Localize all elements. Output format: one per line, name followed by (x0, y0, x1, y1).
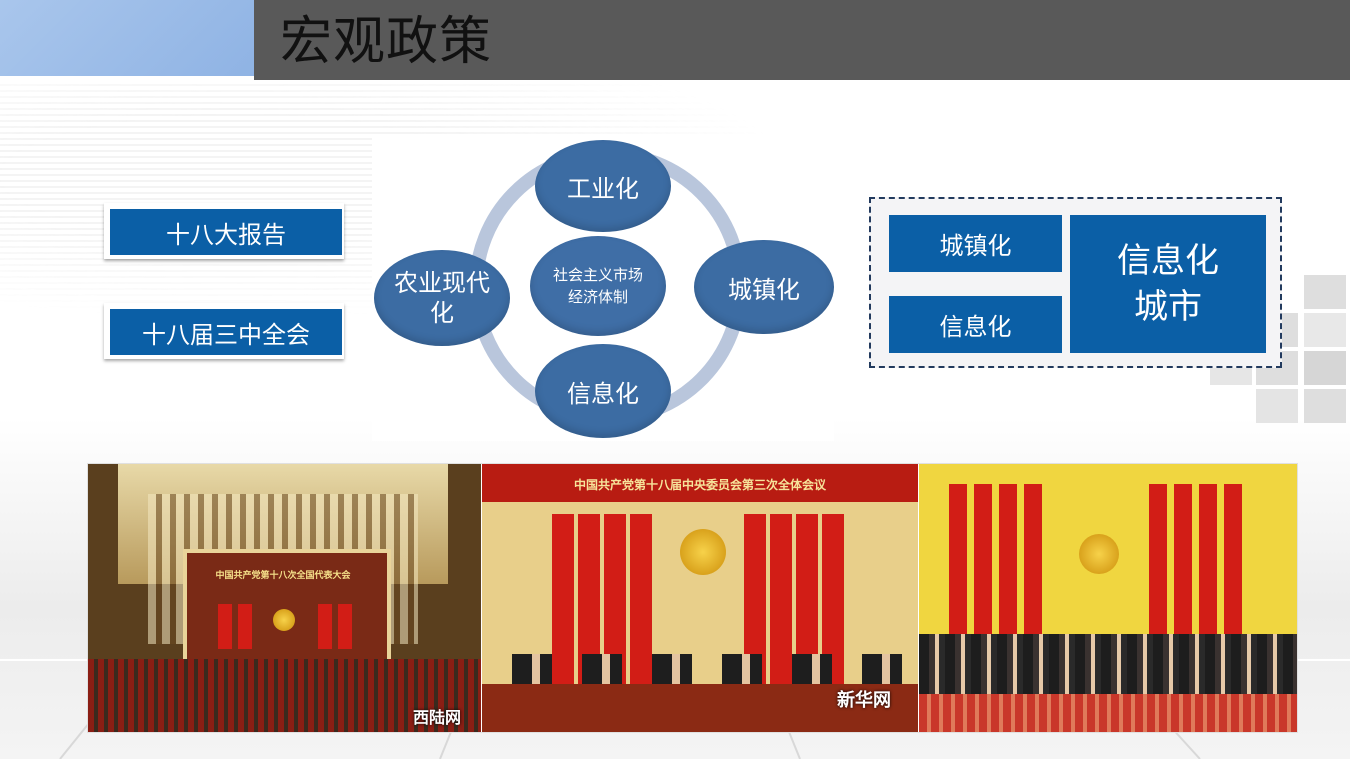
node-center-line2: 经济体制 (567, 288, 628, 306)
photo1-watermark: 西陆网 (413, 708, 462, 727)
report-18th-congress-button[interactable]: 十八大报告 (104, 203, 344, 259)
party-emblem-icon (680, 529, 726, 575)
info-city-line2: 城市 (1134, 287, 1202, 327)
node-urbanization: 城镇化 (694, 240, 834, 334)
report-18th-congress-label: 十八大报告 (110, 209, 342, 255)
third-plenum-button[interactable]: 十八届三中全会 (104, 303, 344, 359)
node-center-line1: 社会主义市场 (552, 266, 643, 284)
right-panel: 城镇化 信息化 信息化 城市 (869, 197, 1282, 368)
party-emblem-icon-2 (1079, 534, 1119, 574)
cycle-diagram: 社会主义市场 经济体制 工业化 城镇化 信息化 农业现代 化 (372, 138, 834, 441)
right-urbanization-cell: 城镇化 (889, 215, 1062, 272)
node-industrialization-label: 工业化 (567, 174, 639, 203)
page-title: 宏观政策 (280, 12, 493, 72)
photo-strip: 中国共产党第十八次全国代表大会 西陆网 中国共产党第十八届中央委员会第三次全体会… (87, 463, 1298, 733)
node-agri-line2: 化 (430, 299, 454, 327)
info-city-line1: 信息化 (1117, 241, 1219, 281)
photo2-watermark: 新华网 (837, 690, 891, 711)
node-center: 社会主义市场 经济体制 (530, 236, 666, 336)
photo-great-hall: 中国共产党第十八次全国代表大会 西陆网 (88, 464, 481, 732)
node-informatization: 信息化 (535, 344, 671, 438)
header-bar (254, 0, 1350, 80)
node-informatization-label: 信息化 (567, 379, 639, 408)
photo2-banner: 中国共产党第十八届中央委员会第三次全体会议 (573, 478, 826, 492)
right-urbanization-label: 城镇化 (939, 232, 1012, 260)
right-informatization-cell: 信息化 (889, 296, 1062, 353)
photo1-banner: 中国共产党第十八次全国代表大会 (215, 571, 351, 581)
background-tiles (1210, 275, 1350, 455)
right-informatization-label: 信息化 (939, 313, 1012, 341)
photo-delegates (919, 464, 1297, 732)
info-city-cell: 信息化 城市 (1070, 215, 1266, 353)
node-industrialization: 工业化 (535, 140, 671, 232)
node-agri-modernization: 农业现代 化 (374, 250, 510, 346)
header-accent-block (0, 0, 254, 76)
node-urbanization-label: 城镇化 (728, 275, 800, 304)
node-agri-line1: 农业现代 (394, 269, 490, 297)
photo-third-plenum: 中国共产党第十八届中央委员会第三次全体会议 新华网 (482, 464, 918, 732)
third-plenum-label: 十八届三中全会 (110, 309, 342, 355)
